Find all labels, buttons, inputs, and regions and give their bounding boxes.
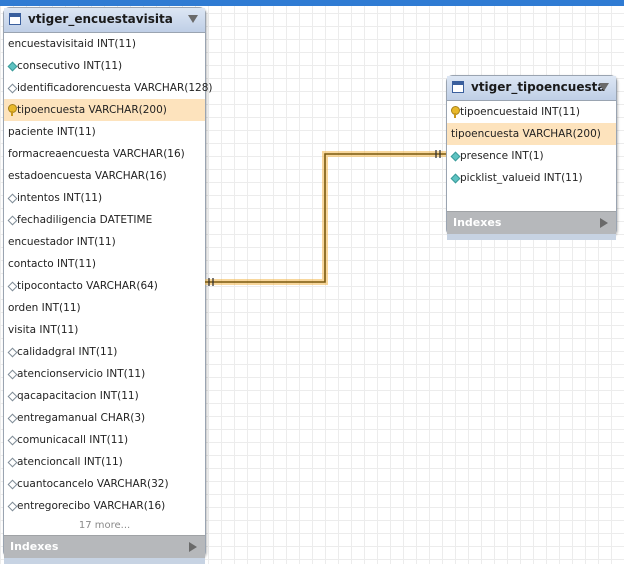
column-row[interactable]: encuestavisitaid INT(11) bbox=[4, 33, 205, 55]
table-title: vtiger_tipoencuesta bbox=[471, 80, 606, 94]
column-row[interactable]: consecutivo INT(11) bbox=[4, 55, 205, 77]
column-label: visita INT(11) bbox=[8, 324, 79, 336]
table-icon bbox=[9, 13, 21, 25]
indexes-section-header[interactable]: Indexes bbox=[447, 211, 616, 234]
column-row[interactable]: tipoencuestaid INT(11) bbox=[447, 101, 616, 123]
table-footer-strip bbox=[447, 234, 616, 240]
table-vtiger-encuestavisita[interactable]: vtiger_encuestavisita encuestavisitaid I… bbox=[3, 7, 213, 564]
column-label: estadoencuesta VARCHAR(16) bbox=[8, 170, 167, 182]
column-label: tipocontacto VARCHAR(64) bbox=[17, 280, 158, 292]
column-row[interactable]: atencionservicio INT(11) bbox=[4, 363, 205, 385]
column-row[interactable]: paciente INT(11) bbox=[4, 121, 205, 143]
column-row[interactable]: picklist_valueid INT(11) bbox=[447, 167, 616, 189]
column-label: entregorecibo VARCHAR(16) bbox=[17, 500, 166, 512]
column-row[interactable]: presence INT(1) bbox=[447, 145, 616, 167]
column-label: contacto INT(11) bbox=[8, 258, 96, 270]
column-label: atencioncall INT(11) bbox=[17, 456, 123, 468]
indexes-label: Indexes bbox=[10, 540, 59, 553]
column-list: encuestavisitaid INT(11) consecutivo INT(… bbox=[4, 33, 213, 517]
top-accent-bar bbox=[0, 0, 624, 6]
column-label: tipoencuesta VARCHAR(200) bbox=[17, 104, 167, 116]
column-row[interactable]: orden INT(11) bbox=[4, 297, 205, 319]
column-label: paciente INT(11) bbox=[8, 126, 96, 138]
column-label: formacreaencuesta VARCHAR(16) bbox=[8, 148, 185, 160]
collapse-arrow-icon[interactable] bbox=[599, 83, 609, 91]
column-label: calidadgral INT(11) bbox=[17, 346, 118, 358]
column-row[interactable]: entregamanual CHAR(3) bbox=[4, 407, 205, 429]
column-label: tipoencuesta VARCHAR(200) bbox=[451, 128, 601, 140]
column-label: qacapacitacion INT(11) bbox=[17, 390, 139, 402]
column-label: fechadiligencia DATETIME bbox=[17, 214, 153, 226]
column-row[interactable]: identificadorencuesta VARCHAR(128) bbox=[4, 77, 213, 99]
relationship-line[interactable] bbox=[205, 153, 446, 283]
column-row[interactable]: tipoencuesta VARCHAR(200) bbox=[4, 99, 205, 121]
column-row[interactable]: fechadiligencia DATETIME bbox=[4, 209, 205, 231]
table-vtiger-tipoencuesta[interactable]: vtiger_tipoencuesta tipoencuestaid INT(1… bbox=[446, 75, 617, 240]
column-label: picklist_valueid INT(11) bbox=[460, 172, 583, 184]
column-row[interactable]: contacto INT(11) bbox=[4, 253, 205, 275]
column-label: orden INT(11) bbox=[8, 302, 81, 314]
column-label: entregamanual CHAR(3) bbox=[17, 412, 146, 424]
primary-key-icon bbox=[8, 104, 17, 116]
column-label: intentos INT(11) bbox=[17, 192, 103, 204]
column-row[interactable]: comunicacall INT(11) bbox=[4, 429, 205, 451]
column-label: tipoencuestaid INT(11) bbox=[460, 106, 580, 118]
column-label: encuestador INT(11) bbox=[8, 236, 116, 248]
column-row[interactable]: encuestador INT(11) bbox=[4, 231, 205, 253]
column-row[interactable]: atencioncall INT(11) bbox=[4, 451, 205, 473]
column-label: encuestavisitaid INT(11) bbox=[8, 38, 136, 50]
more-columns-label[interactable]: 17 more... bbox=[78, 520, 131, 531]
column-row[interactable]: cuantocancelo VARCHAR(32) bbox=[4, 473, 205, 495]
column-row[interactable]: tipocontacto VARCHAR(64) bbox=[4, 275, 205, 297]
indexes-label: Indexes bbox=[453, 216, 502, 229]
column-label: consecutivo INT(11) bbox=[17, 60, 123, 72]
column-row[interactable]: formacreaencuesta VARCHAR(16) bbox=[4, 143, 205, 165]
table-header[interactable]: vtiger_tipoencuesta bbox=[447, 76, 616, 101]
collapse-arrow-icon[interactable] bbox=[188, 15, 198, 23]
column-list: tipoencuestaid INT(11) tipoencuesta VARCH… bbox=[447, 101, 616, 189]
primary-key-icon bbox=[451, 106, 460, 118]
column-row[interactable]: calidadgral INT(11) bbox=[4, 341, 205, 363]
expand-arrow-icon[interactable] bbox=[600, 218, 608, 228]
table-icon bbox=[452, 81, 464, 93]
table-header[interactable]: vtiger_encuestavisita bbox=[4, 8, 205, 33]
column-row[interactable]: estadoencuesta VARCHAR(16) bbox=[4, 165, 205, 187]
column-row[interactable]: intentos INT(11) bbox=[4, 187, 205, 209]
column-label: cuantocancelo VARCHAR(32) bbox=[17, 478, 169, 490]
column-label: atencionservicio INT(11) bbox=[17, 368, 146, 380]
expand-arrow-icon[interactable] bbox=[189, 542, 197, 552]
column-label: presence INT(1) bbox=[460, 150, 544, 162]
column-row[interactable]: entregorecibo VARCHAR(16) bbox=[4, 495, 205, 517]
column-row[interactable]: tipoencuesta VARCHAR(200) bbox=[447, 123, 616, 145]
table-body-spacer bbox=[447, 189, 616, 211]
table-footer-strip bbox=[4, 558, 205, 564]
column-label: identificadorencuesta VARCHAR(128) bbox=[17, 82, 213, 94]
column-row[interactable]: visita INT(11) bbox=[4, 319, 205, 341]
column-row[interactable]: qacapacitacion INT(11) bbox=[4, 385, 205, 407]
column-label: comunicacall INT(11) bbox=[17, 434, 129, 446]
table-title: vtiger_encuestavisita bbox=[28, 12, 173, 26]
indexes-section-header[interactable]: Indexes bbox=[4, 535, 205, 558]
